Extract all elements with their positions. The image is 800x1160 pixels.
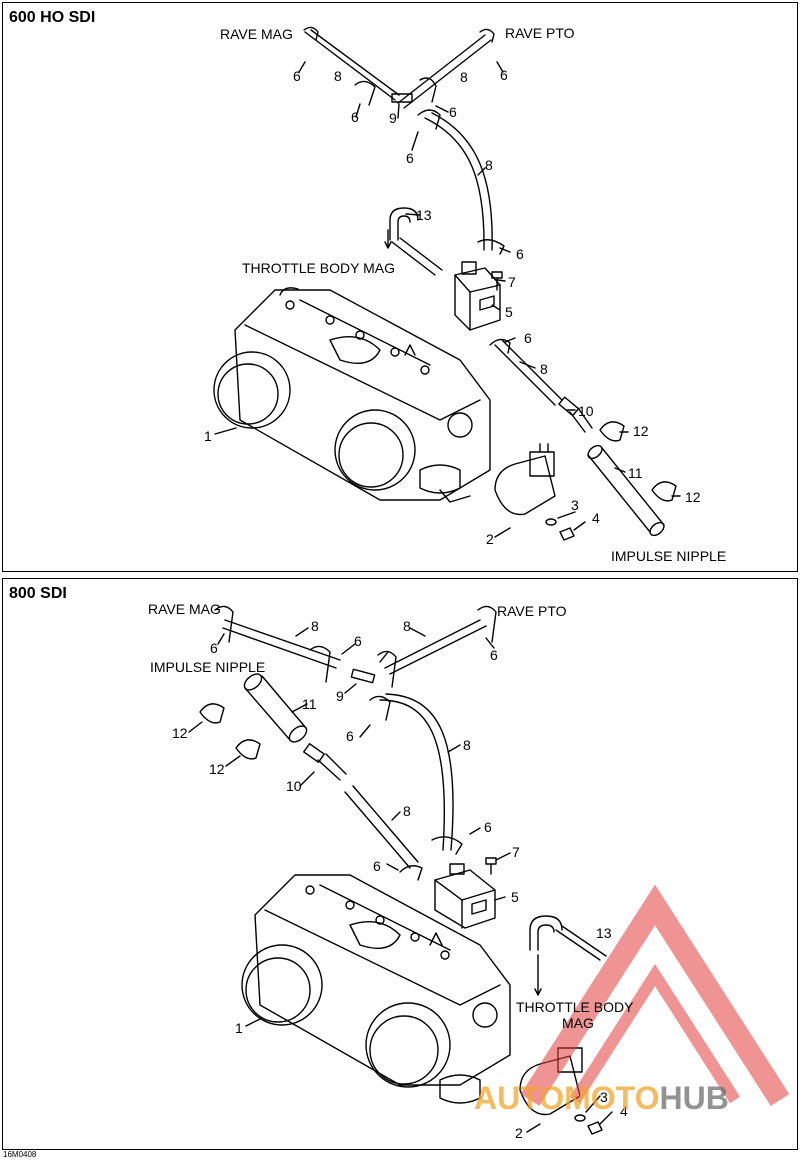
callout: 10 — [578, 403, 594, 419]
callout: 12 — [685, 489, 701, 505]
top-hose-10 — [489, 338, 593, 433]
top-clamp-12a — [599, 421, 625, 442]
callout: 12 — [209, 761, 225, 777]
callout: 3 — [600, 1089, 608, 1105]
callout: 2 — [515, 1125, 523, 1141]
callout: 7 — [512, 844, 520, 860]
callout: 8 — [403, 618, 411, 634]
label-impulse-nipple: IMPULSE NIPPLE — [611, 548, 727, 564]
callout: 1 — [235, 1020, 243, 1036]
callout: 8 — [463, 737, 471, 753]
callout: 6 — [346, 728, 354, 744]
callout: 6 — [210, 640, 218, 656]
callout: 4 — [620, 1103, 628, 1119]
bottom-screw-4 — [587, 1121, 603, 1135]
callout: 6 — [449, 104, 457, 120]
bottom-hose-13 — [529, 915, 563, 951]
callout: 9 — [336, 688, 344, 704]
top-rave-hoses — [303, 26, 505, 255]
label-throttle-body-mag: THROTTLE BODY MAG — [242, 260, 395, 276]
callout: 12 — [172, 725, 188, 741]
callout: 3 — [571, 497, 579, 513]
watermark-logo — [520, 884, 790, 1106]
callout: 6 — [516, 246, 524, 262]
bottom-solenoid — [434, 863, 496, 929]
callout: 6 — [406, 150, 414, 166]
callout: 2 — [486, 531, 494, 547]
callout: 6 — [490, 647, 498, 663]
top-sensor-2 — [494, 443, 556, 516]
callout: 6 — [354, 633, 362, 649]
callout: 8 — [311, 618, 319, 634]
callout: 6 — [373, 858, 381, 874]
callout: 7 — [508, 274, 516, 290]
callout: 13 — [416, 207, 432, 223]
callout: 8 — [485, 157, 493, 173]
callout: 6 — [524, 330, 532, 346]
callout: 6 — [351, 109, 359, 125]
panel-title: 800 SDI — [9, 585, 67, 602]
top-washer-3 — [545, 518, 557, 526]
top-screw-7 — [491, 271, 503, 291]
top-hose-13 — [389, 207, 419, 241]
callout: 8 — [540, 361, 548, 377]
label-rave-pto: RAVE PTO — [505, 25, 575, 41]
watermark-text-a: AUTOMOTO — [474, 1080, 660, 1116]
callout: 8 — [460, 69, 468, 85]
callout: 9 — [389, 110, 397, 126]
top-hose-11 — [587, 454, 651, 533]
panel-600-ho-sdi: 600 HO SDI — [2, 2, 798, 572]
bottom-clamp-12a — [199, 703, 225, 724]
label-impulse-nipple: IMPULSE NIPPLE — [150, 659, 266, 675]
label-rave-mag: RAVE MAG — [148, 601, 221, 617]
callout: 6 — [293, 68, 301, 84]
label-throttle-body: THROTTLE BODY — [516, 999, 634, 1015]
callout: 4 — [592, 510, 600, 526]
bottom-nipple-10 — [303, 743, 423, 881]
panel-title: 600 HO SDI — [9, 9, 96, 26]
callout: 1 — [204, 428, 212, 444]
callout: 11 — [628, 465, 643, 481]
bottom-screw-7 — [485, 857, 497, 875]
top-clamp-12b — [651, 481, 677, 502]
watermark-text-b: HUB — [659, 1080, 729, 1116]
watermark-text: AUTOMOTOHUB — [474, 1080, 729, 1117]
label-rave-pto: RAVE PTO — [497, 603, 567, 619]
callout: 5 — [511, 889, 519, 905]
top-throttle-body — [213, 287, 491, 503]
callout: 12 — [633, 423, 649, 439]
label-mag: MAG — [562, 1015, 594, 1031]
panel-800-sdi: 800 SDI — [2, 578, 798, 1150]
callout: 11 — [302, 696, 317, 712]
callout: 5 — [505, 304, 513, 320]
label-rave-mag: RAVE MAG — [220, 26, 293, 42]
callout: 10 — [286, 778, 302, 794]
bottom-hose-11 — [244, 687, 291, 741]
figure-code: 16M0408 — [3, 1150, 37, 1159]
bottom-washer-3 — [574, 1114, 586, 1122]
bottom-rave-hoses — [214, 605, 497, 855]
callout: 13 — [596, 925, 612, 941]
bottom-clamp-12b — [235, 739, 261, 760]
callout: 8 — [334, 68, 342, 84]
callout: 8 — [403, 803, 411, 819]
callout: 6 — [484, 819, 492, 835]
callout: 6 — [500, 67, 508, 83]
top-screw-4 — [559, 527, 575, 541]
bottom-throttle-body — [241, 874, 511, 1104]
